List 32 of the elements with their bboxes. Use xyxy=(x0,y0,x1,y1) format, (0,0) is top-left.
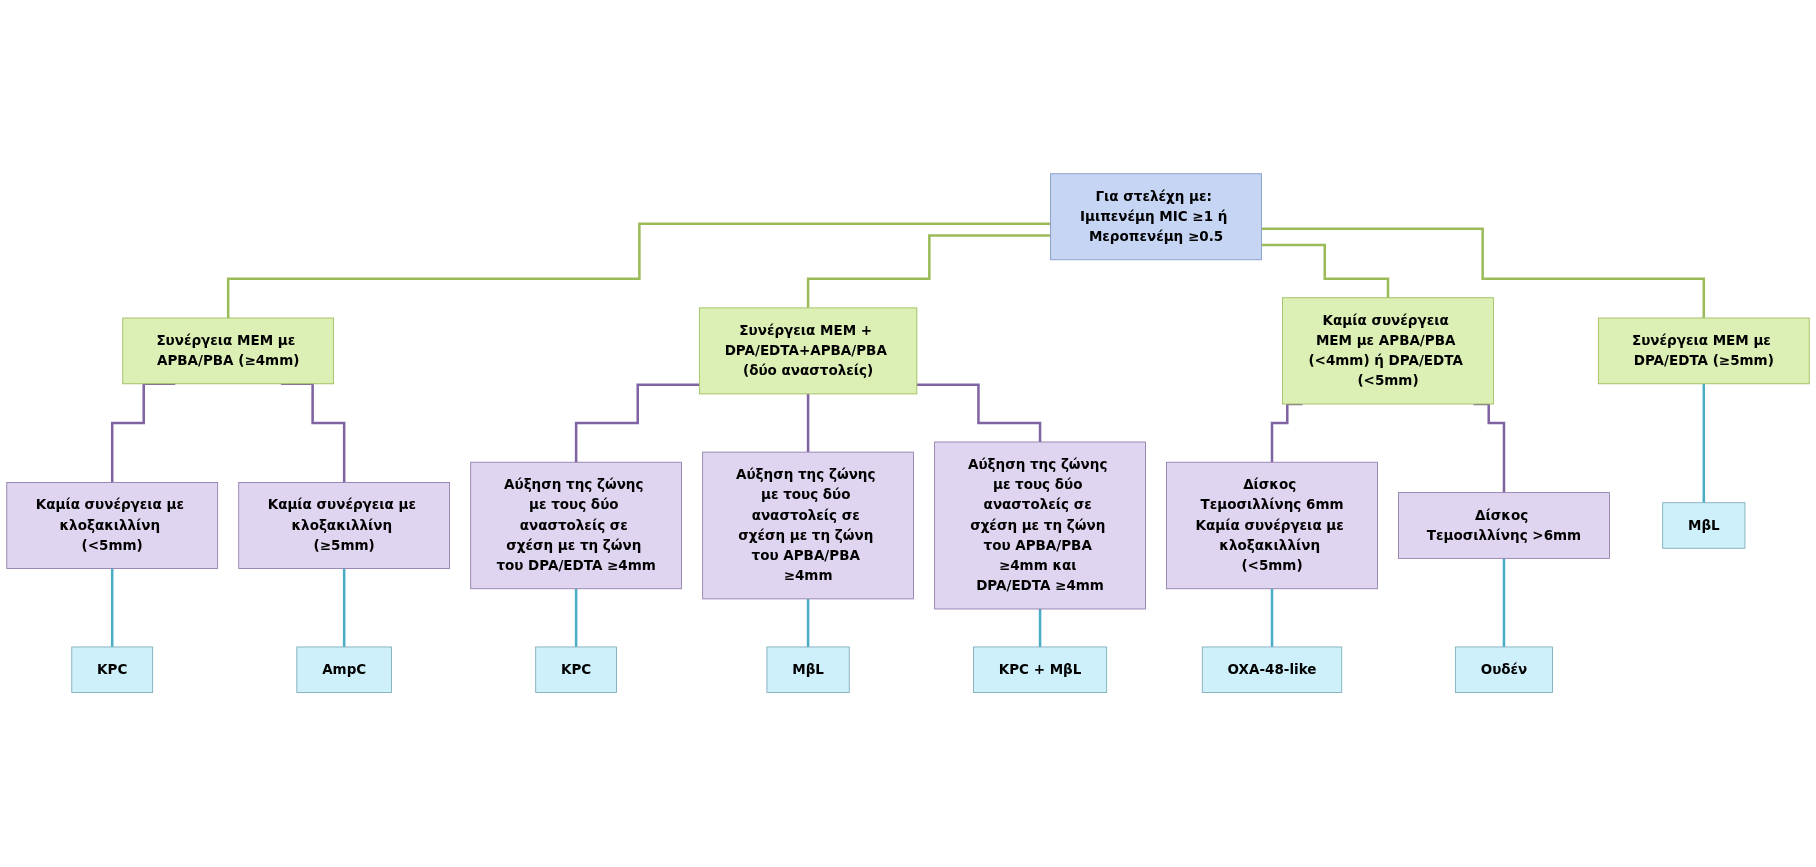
node-box: Συνέργεια MEM με APBA/PBA (≥4mm) xyxy=(122,317,335,385)
node-box: Ουδέν xyxy=(1454,646,1553,694)
connector xyxy=(806,393,810,454)
node-box: MβL xyxy=(1662,502,1746,550)
connector xyxy=(916,383,1042,444)
node-box: Καμία συνέργεια MEM με APBA/PBA (<4mm) ή DPA/EDTA (<5mm) xyxy=(1282,297,1494,405)
node-box: Καμία συνέργεια με κλοξακιλλίνη (<5mm) xyxy=(6,482,219,570)
node-box: Για στελέχη με: Ιμιπενέμη MIC ≥1 ή Μεροπενέμη ≥0.5 xyxy=(1050,173,1262,261)
node-box: MβL xyxy=(766,646,850,694)
connector xyxy=(806,598,810,649)
node-box: Αύξηση της ζώνης με τους δύο αναστολείς σε σχέση με τη ζώνη του APBA/PBA ≥4mm και DPA/EDTA ≥4mm xyxy=(934,441,1146,610)
node-box: KPC xyxy=(71,646,154,694)
connector xyxy=(1502,557,1506,649)
node-box: Συνέργεια MEM με DPA/EDTA (≥5mm) xyxy=(1597,317,1810,385)
node-box: OXA-48-like xyxy=(1201,646,1343,694)
connector xyxy=(342,567,346,649)
connector xyxy=(226,222,1051,320)
node-box: Αύξηση της ζώνης με τους δύο αναστολείς σε σχέση με τη ζώνη του DPA/EDTA ≥4mm xyxy=(470,462,682,590)
node-box: Αύξηση της ζώνης με τους δύο αναστολείς σε σχέση με τη ζώνη του APBA/PBA ≥4mm xyxy=(702,452,914,600)
connector xyxy=(574,383,700,464)
node-box: Συνέργεια MEM + DPA/EDTA+APBA/PBA (δύο αναστολείς) xyxy=(698,307,918,395)
connector xyxy=(806,234,1051,310)
node-box: AmpC xyxy=(296,646,392,694)
node-box: KPC xyxy=(535,646,617,694)
node-box: Καμία συνέργεια με κλοξακιλλίνη (≥5mm) xyxy=(238,482,451,570)
connector xyxy=(1038,608,1042,649)
node-box: KPC + MβL xyxy=(973,646,1108,694)
node-box: Δίσκος Τεμοσιλλίνης 6mm Καμία συνέργεια με κλοξακιλλίνη (<5mm) xyxy=(1166,462,1378,590)
connector xyxy=(1261,244,1390,300)
node-box: Δίσκος Τεμοσιλλίνης >6mm xyxy=(1398,492,1610,560)
connector xyxy=(1261,227,1706,320)
connector xyxy=(110,567,114,649)
